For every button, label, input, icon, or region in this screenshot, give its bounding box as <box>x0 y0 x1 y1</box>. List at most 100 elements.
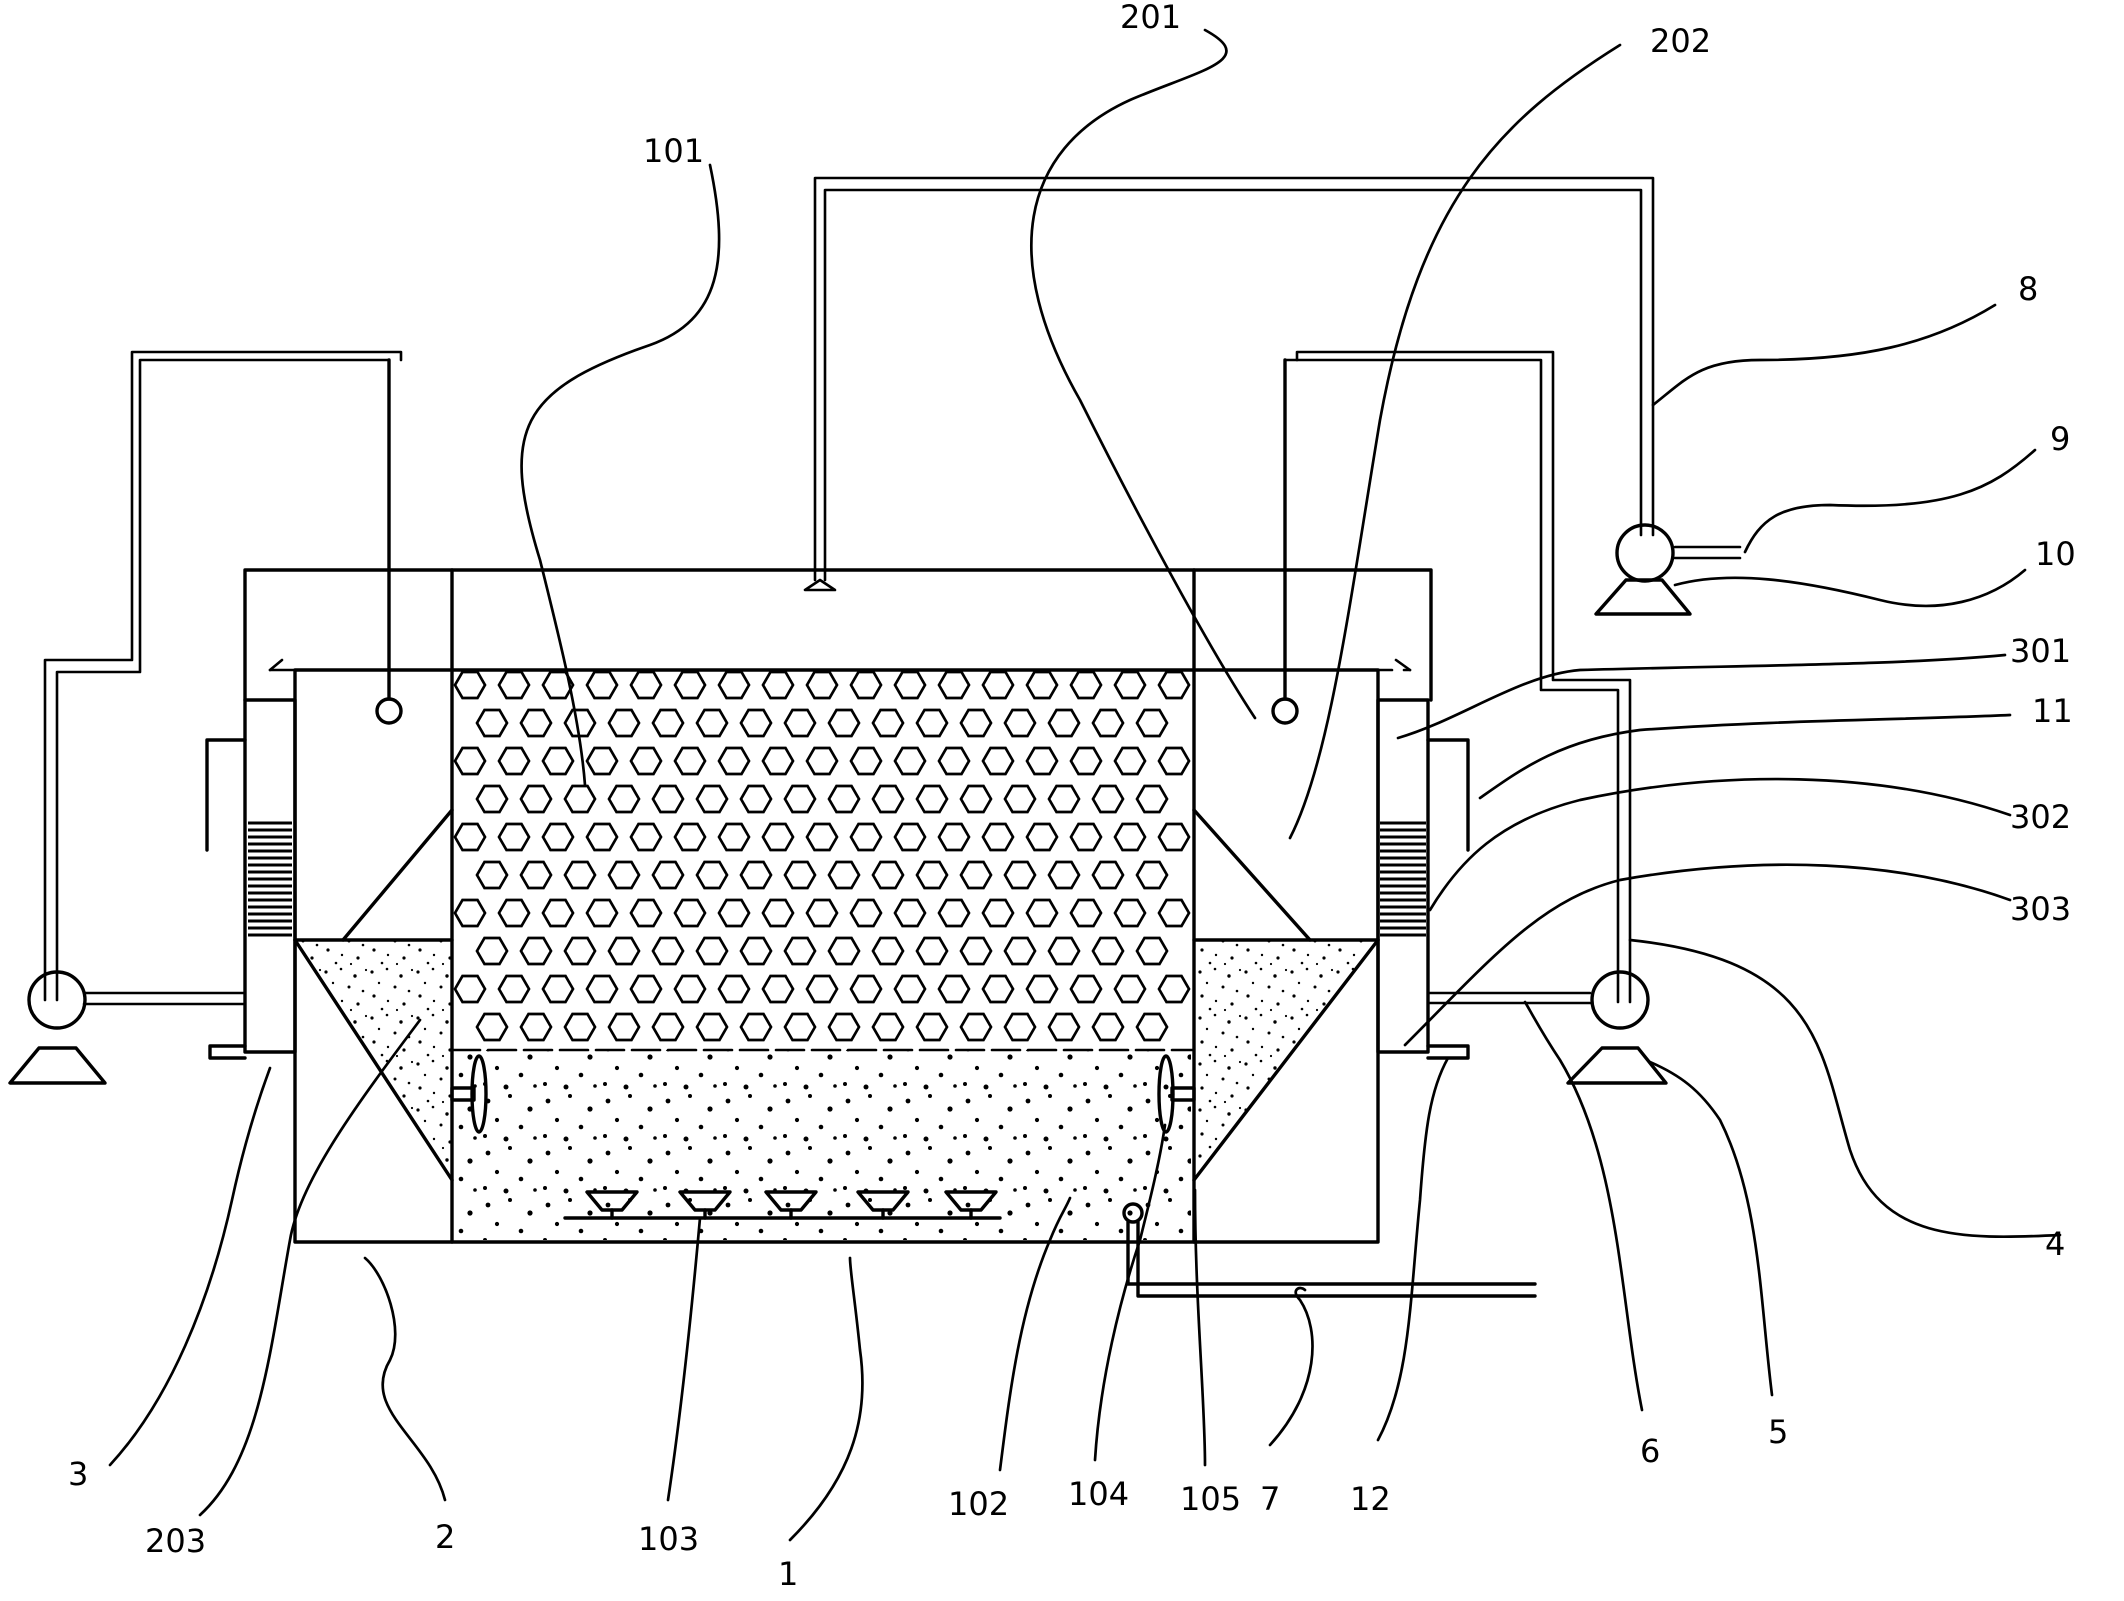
label-302: 302 <box>2010 798 2071 836</box>
label-7: 7 <box>1260 1480 1280 1518</box>
carrier-hexagon <box>937 670 971 700</box>
carrier-hexagon <box>651 784 685 814</box>
label-103: 103 <box>638 1520 699 1558</box>
carrier-hexagon <box>805 898 839 928</box>
carrier-hexagon <box>585 670 619 700</box>
carrier-hexagon <box>893 822 927 852</box>
carrier-hexagon <box>475 860 509 890</box>
carrier-hexagon <box>1157 974 1191 1004</box>
label-1: 1 <box>778 1555 798 1593</box>
carrier-hexagon <box>915 1012 949 1042</box>
carrier-hexagon <box>673 822 707 852</box>
carrier-hexagon <box>651 860 685 890</box>
carrier-hexagon <box>805 746 839 776</box>
carrier-hexagon <box>783 936 817 966</box>
carrier-hexagon <box>629 746 663 776</box>
carrier-hexagon <box>1003 784 1037 814</box>
carrier-hexagon <box>497 898 531 928</box>
carrier-hexagon <box>915 936 949 966</box>
carrier-hexagon <box>519 784 553 814</box>
carrier-hexagon <box>717 822 751 852</box>
carrier-hexagon <box>607 936 641 966</box>
carrier-hexagon <box>1003 936 1037 966</box>
carrier-hexagon <box>717 974 751 1004</box>
carrier-hexagon <box>453 670 487 700</box>
carrier-hexagon <box>607 784 641 814</box>
carrier-hexagon <box>475 936 509 966</box>
leader-lines <box>108 28 2062 1542</box>
carrier-hexagon <box>981 974 1015 1004</box>
carrier-hexagon <box>739 936 773 966</box>
carrier-hexagon <box>805 822 839 852</box>
carrier-hexagon <box>475 1012 509 1042</box>
carrier-hexagon <box>717 670 751 700</box>
carrier-hexagon <box>827 784 861 814</box>
carrier-hexagon <box>1069 822 1103 852</box>
carrier-hexagon <box>1025 974 1059 1004</box>
carrier-hexagon <box>849 746 883 776</box>
carrier-hexagon <box>739 708 773 738</box>
carrier-hexagon <box>585 746 619 776</box>
carrier-hexagon <box>563 1012 597 1042</box>
carrier-hexagon <box>1069 898 1103 928</box>
carrier-hexagon <box>673 898 707 928</box>
carrier-hexagon <box>541 898 575 928</box>
carrier-hexagon <box>497 746 531 776</box>
carrier-hexagon <box>1003 1012 1037 1042</box>
label-2: 2 <box>435 1518 455 1556</box>
reactor-sludge-zone <box>450 1048 1196 1240</box>
carrier-hexagon <box>1113 670 1147 700</box>
carrier-hexagon <box>783 708 817 738</box>
carrier-hexagon <box>1113 974 1147 1004</box>
carrier-hexagon <box>849 974 883 1004</box>
label-8: 8 <box>2018 270 2038 308</box>
carrier-hexagon <box>1091 936 1125 966</box>
carrier-hexagon <box>849 898 883 928</box>
label-12: 12 <box>1350 1480 1391 1518</box>
label-4: 4 <box>2045 1225 2065 1263</box>
label-203: 203 <box>145 1522 206 1560</box>
carrier-hexagon <box>1091 1012 1125 1042</box>
carrier-hexagon <box>607 860 641 890</box>
label-201: 201 <box>1120 0 1181 36</box>
carrier-hexagon <box>959 936 993 966</box>
carrier-hexagon <box>651 1012 685 1042</box>
carrier-hexagon <box>1135 860 1169 890</box>
carrier-hexagon <box>1047 860 1081 890</box>
carrier-hexagon <box>937 822 971 852</box>
label-303: 303 <box>2010 890 2071 928</box>
label-5: 5 <box>1768 1413 1788 1451</box>
carrier-hexagon <box>629 974 663 1004</box>
carrier-hexagon <box>827 936 861 966</box>
carrier-hexagon <box>695 860 729 890</box>
carrier-hexagon <box>761 670 795 700</box>
carrier-hexagon <box>563 708 597 738</box>
right-settling-zone <box>1192 808 1380 1182</box>
carrier-hexagon <box>1047 936 1081 966</box>
carrier-hexagon <box>915 708 949 738</box>
carrier-hexagon <box>871 936 905 966</box>
carrier-hexagon <box>1047 1012 1081 1042</box>
carrier-hexagon <box>959 1012 993 1042</box>
carrier-hexagon <box>585 898 619 928</box>
carrier-hexagon <box>717 898 751 928</box>
carrier-hexagon <box>805 974 839 1004</box>
label-105: 105 <box>1180 1480 1241 1518</box>
carrier-hexagon <box>981 746 1015 776</box>
carrier-hexagon <box>959 708 993 738</box>
carrier-hexagon <box>1157 822 1191 852</box>
carrier-hexagon <box>519 860 553 890</box>
label-11: 11 <box>2032 692 2073 730</box>
carrier-hexagon <box>1091 860 1125 890</box>
carrier-hexagon <box>761 746 795 776</box>
carrier-hexagon <box>1135 784 1169 814</box>
left-membrane-element <box>247 820 293 942</box>
carrier-hexagon <box>1025 822 1059 852</box>
carrier-hexagon <box>871 860 905 890</box>
carrier-hexagon <box>1113 898 1147 928</box>
carrier-hexagon <box>1047 784 1081 814</box>
carrier-hexagon <box>937 746 971 776</box>
carrier-hexagon <box>629 670 663 700</box>
label-102: 102 <box>948 1485 1009 1523</box>
carrier-hexagon <box>739 784 773 814</box>
